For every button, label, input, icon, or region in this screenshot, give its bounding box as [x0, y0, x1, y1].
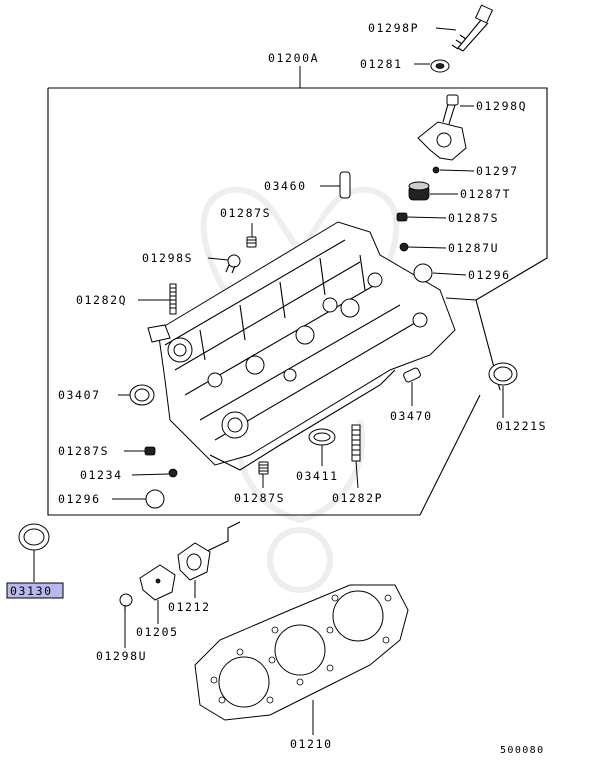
frame-lower-bracket: [202, 521, 241, 554]
bolt-01298P[interactable]: [451, 4, 494, 52]
label-01200A[interactable]: 01200A: [268, 51, 319, 65]
cap-01297[interactable]: [417, 121, 467, 174]
seal-01221S[interactable]: [488, 362, 518, 386]
plug-01287U[interactable]: [399, 242, 409, 252]
label-03460[interactable]: 03460: [264, 179, 307, 193]
leader-lines: [33, 27, 504, 735]
part-labels: 01298P 01281 01200A 01298Q 01297 03460 0…: [6, 21, 547, 756]
cover-01205[interactable]: [139, 564, 176, 601]
label-01287S-left[interactable]: 01287S: [220, 206, 271, 220]
plug-01287S-bottom[interactable]: [144, 446, 156, 456]
label-01298Q[interactable]: 01298Q: [476, 99, 527, 113]
highlight-box-03130: [6, 582, 64, 599]
pin-03460[interactable]: [339, 171, 351, 199]
plug-01234[interactable]: [168, 468, 178, 478]
plug-01296-left[interactable]: [145, 489, 165, 509]
plug-01287S-center[interactable]: [258, 461, 269, 475]
bolt-01298S[interactable]: [225, 254, 241, 274]
diagram-reference-code: 500080: [500, 745, 545, 756]
label-01298P[interactable]: 01298P: [368, 21, 419, 35]
label-03407[interactable]: 03407: [58, 388, 101, 402]
label-01287S-bottom[interactable]: 01287S: [58, 444, 109, 458]
label-03470[interactable]: 03470: [390, 409, 433, 423]
label-01282Q[interactable]: 01282Q: [76, 293, 127, 307]
label-01205[interactable]: 01205: [136, 625, 179, 639]
label-01234[interactable]: 01234: [80, 468, 123, 482]
label-01296-left[interactable]: 01296: [58, 492, 101, 506]
label-01287U[interactable]: 01287U: [448, 241, 499, 255]
plug-01296-right[interactable]: [413, 263, 433, 283]
label-01287T[interactable]: 01287T: [460, 187, 511, 201]
label-01298U[interactable]: 01298U: [96, 649, 147, 663]
label-01298S[interactable]: 01298S: [142, 251, 193, 265]
gasket-01212[interactable]: [177, 542, 211, 581]
label-01287S-right[interactable]: 01287S: [448, 211, 499, 225]
label-01281[interactable]: 01281: [360, 57, 403, 71]
label-03130[interactable]: 03130: [10, 584, 53, 598]
bolt-01298U[interactable]: [119, 593, 133, 612]
bolt-01298Q[interactable]: [442, 94, 459, 125]
label-01287S-center[interactable]: 01287S: [234, 491, 285, 505]
seal-03130[interactable]: [18, 523, 50, 551]
plug-01287S-left[interactable]: [246, 236, 257, 248]
stud-01282P[interactable]: [351, 424, 361, 462]
seal-03411[interactable]: [308, 428, 336, 446]
part-03470[interactable]: [403, 367, 422, 383]
plug-01287S-right[interactable]: [396, 212, 408, 222]
assembly-frame: [47, 87, 548, 516]
stud-01282Q[interactable]: [169, 283, 177, 315]
label-01282P[interactable]: 01282P: [332, 491, 383, 505]
label-01221S[interactable]: 01221S: [496, 419, 547, 433]
seal-03407[interactable]: [129, 384, 155, 406]
label-01296-right[interactable]: 01296: [468, 268, 511, 282]
label-01212[interactable]: 01212: [168, 600, 211, 614]
cylinder-head[interactable]: [147, 221, 456, 471]
label-03411[interactable]: 03411: [296, 469, 339, 483]
plug-01287T[interactable]: [408, 181, 430, 201]
label-01210[interactable]: 01210: [290, 737, 333, 751]
label-01297[interactable]: 01297: [476, 164, 519, 178]
washer-01281[interactable]: [430, 59, 450, 73]
head-gasket-01210[interactable]: [194, 584, 409, 721]
